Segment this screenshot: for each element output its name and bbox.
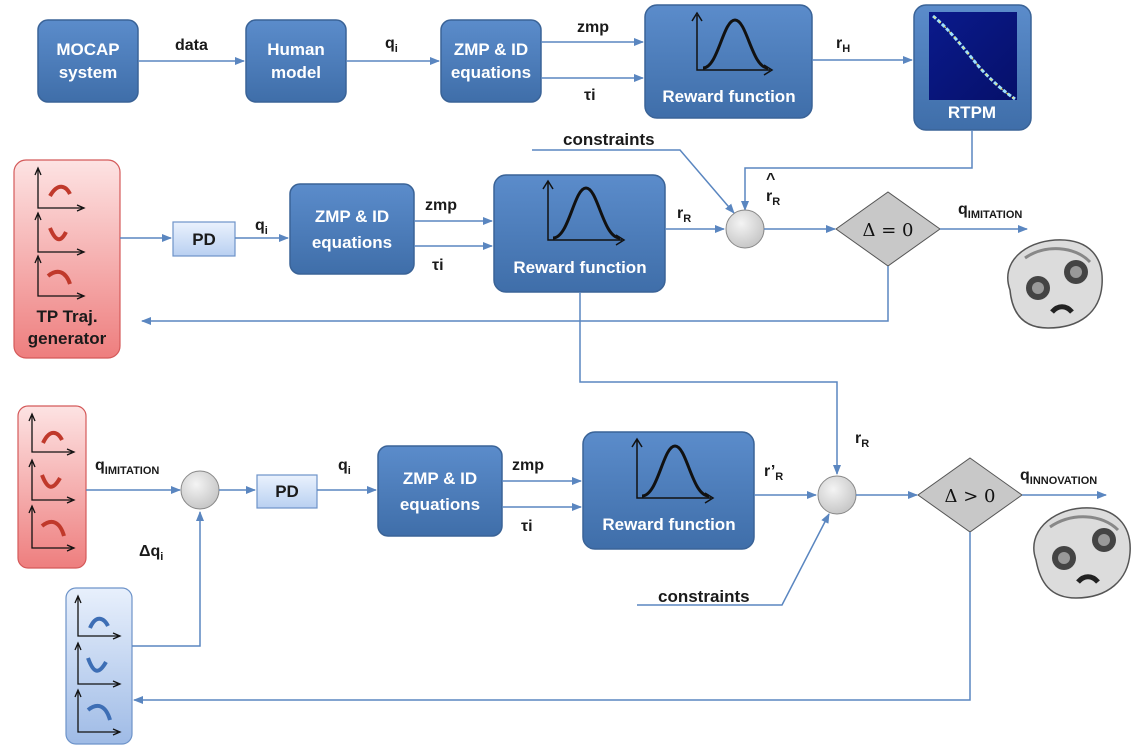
mocap-block: MOCAP system bbox=[37, 19, 139, 103]
mocap-label-1: MOCAP bbox=[56, 40, 119, 59]
pd-block-mid: PD bbox=[172, 221, 236, 257]
rtpm-heatmap-image bbox=[929, 12, 1017, 101]
reward-block-mid: Reward function bbox=[493, 174, 666, 293]
robot-head-image bbox=[1033, 507, 1131, 599]
human-model-block: Human model bbox=[245, 19, 347, 103]
zmp-block-top: ZMP & ID equations bbox=[440, 19, 542, 103]
diamond-greater-zero: Δ > 0 bbox=[917, 457, 1023, 533]
trajectory-icon-3 bbox=[28, 504, 76, 552]
signal-rH: rH bbox=[836, 35, 850, 55]
diamond-mid-label: Δ = 0 bbox=[863, 220, 914, 241]
pd-bottom-label: PD bbox=[275, 482, 299, 501]
signal-tau-bottom: τi bbox=[521, 518, 533, 535]
signal-q-imitation-in: qIMITATION bbox=[95, 457, 159, 477]
signal-rR-bottom: rR bbox=[855, 430, 869, 450]
trajectory-icon-1 bbox=[74, 594, 122, 640]
signal-zmp-bottom: zmp bbox=[512, 457, 544, 474]
diamond-bottom-label: Δ > 0 bbox=[945, 486, 996, 507]
zmp-bottom-label-1: ZMP & ID bbox=[403, 469, 477, 488]
zmp-mid-label-2: equations bbox=[312, 233, 392, 252]
trajectory-icon-2 bbox=[28, 458, 76, 504]
trajectory-icon-2 bbox=[34, 211, 86, 256]
zmp-top-label-2: equations bbox=[451, 63, 531, 82]
signal-rhat: rR bbox=[766, 188, 780, 208]
signal-rR-mid: rR bbox=[677, 205, 691, 225]
trajectory-icon-3 bbox=[74, 688, 122, 736]
signal-q-top: qi bbox=[385, 35, 398, 55]
arrow-feedback-to-tp bbox=[141, 266, 889, 325]
robot-head-image bbox=[1007, 239, 1103, 329]
zmp-bottom-label-2: equations bbox=[400, 495, 480, 514]
zmp-top-label-1: ZMP & ID bbox=[454, 40, 528, 59]
zmp-mid-label-1: ZMP & ID bbox=[315, 207, 389, 226]
summing-junction-bottom-right bbox=[817, 475, 857, 515]
zmp-block-bottom: ZMP & ID equations bbox=[377, 445, 503, 537]
arrow-delta-q bbox=[132, 511, 204, 647]
arrow-feedback-to-innovation bbox=[133, 532, 971, 704]
reward-mid-label: Reward function bbox=[513, 258, 646, 277]
human-model-label-2: model bbox=[271, 63, 321, 82]
mocap-label-2: system bbox=[59, 63, 118, 82]
rtpm-label: RTPM bbox=[948, 103, 996, 122]
signal-zmp-top: zmp bbox=[577, 19, 609, 36]
signal-tau-top: τi bbox=[584, 87, 596, 104]
signal-q-imitation-out: qIMITATION bbox=[958, 201, 1022, 221]
trajectory-icon-1 bbox=[34, 166, 86, 212]
reward-top-label: Reward function bbox=[662, 87, 795, 106]
zmp-block-mid: ZMP & ID equations bbox=[289, 183, 415, 275]
summing-junction-bottom-left bbox=[180, 470, 220, 510]
tp-generator-label-2: generator bbox=[28, 329, 107, 348]
signal-zmp-mid: zmp bbox=[425, 197, 457, 214]
tp-generator-panel: TP Traj. generator bbox=[13, 159, 121, 359]
tp-generator-label-1: TP Traj. bbox=[36, 307, 97, 326]
arrow-constraints-bottom bbox=[637, 513, 830, 606]
trajectory-icon-1 bbox=[28, 412, 76, 456]
signal-data: data bbox=[175, 37, 208, 54]
pd-block-bottom: PD bbox=[256, 474, 318, 509]
imitation-trajectory-panel bbox=[17, 405, 87, 569]
constraints-bottom: constraints bbox=[658, 587, 750, 606]
signal-tau-mid: τi bbox=[432, 257, 444, 274]
signal-q-mid: qi bbox=[255, 217, 268, 237]
signal-rprime: r’R bbox=[764, 463, 783, 483]
diamond-equal-zero: Δ = 0 bbox=[835, 191, 941, 267]
reward-block-bottom: Reward function bbox=[582, 431, 755, 550]
gaussian-icon bbox=[542, 179, 626, 246]
trajectory-icon-3 bbox=[34, 254, 86, 300]
constraints-top: constraints bbox=[563, 130, 655, 149]
trajectory-icon-2 bbox=[74, 641, 122, 688]
signal-q-innovation-out: qINNOVATION bbox=[1020, 467, 1097, 487]
arrow-rR-to-bottom bbox=[579, 292, 841, 475]
gaussian-icon bbox=[631, 437, 715, 504]
gaussian-icon bbox=[691, 11, 774, 76]
human-model-label-1: Human bbox=[267, 40, 325, 59]
reward-bottom-label: Reward function bbox=[602, 515, 735, 534]
arrow-rtpm-to-summer bbox=[741, 130, 973, 211]
innovation-trajectory-panel bbox=[65, 587, 133, 745]
rtpm-block: RTPM bbox=[913, 4, 1032, 131]
signal-rhat-mark: ^ bbox=[766, 171, 775, 188]
reward-block-top: Reward function bbox=[644, 4, 813, 119]
signal-q-bottom: qi bbox=[338, 457, 351, 477]
summing-junction-mid bbox=[725, 209, 765, 249]
pd-mid-label: PD bbox=[192, 230, 216, 249]
signal-delta-q: Δqi bbox=[139, 543, 163, 563]
arrow-constraints-top bbox=[532, 149, 735, 214]
